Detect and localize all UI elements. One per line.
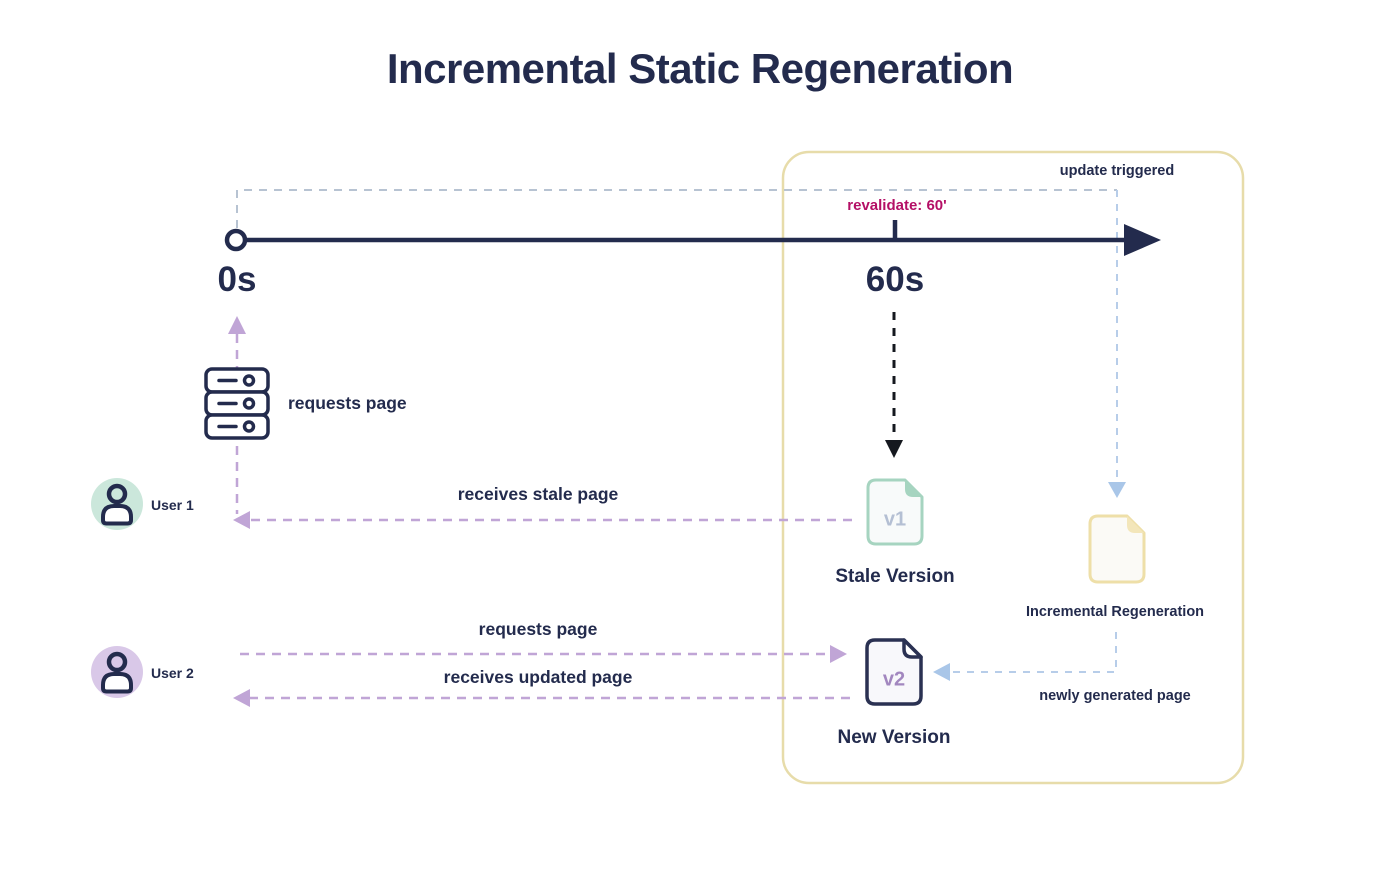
new-version-label: New Version [837, 727, 951, 748]
user1-receive-arrow [233, 511, 852, 529]
stale-version-document-icon: v1 [866, 478, 924, 546]
revalidate-timer-arrow [885, 312, 903, 458]
v1-badge: v1 [884, 508, 906, 530]
update-triggered-label: update triggered [1059, 163, 1175, 179]
revalidate-label: revalidate: 60' [847, 197, 947, 214]
receives-updated-page-label: receives updated page [443, 667, 633, 687]
stale-version-label: Stale Version [835, 566, 955, 587]
user2-receive-arrow [233, 689, 850, 707]
v2-badge: v2 [883, 668, 905, 690]
incremental-regeneration-label: Incremental Regeneration [1025, 604, 1205, 620]
left-arrowhead-icon [233, 511, 250, 529]
time-60s-label: 60s [865, 260, 925, 299]
page-title: Incremental Static Regeneration [386, 45, 1014, 92]
user1-avatar-icon [91, 478, 143, 530]
regeneration-to-new-arrow [933, 632, 1117, 681]
right-arrowhead-icon [830, 645, 847, 663]
timeline-arrowhead-icon [1124, 224, 1161, 256]
time-0s-label: 0s [217, 260, 257, 299]
user2-avatar-icon [91, 646, 143, 698]
left-arrowhead-icon [933, 663, 950, 681]
receives-stale-page-label: receives stale page [457, 484, 619, 504]
down-arrowhead-icon [1108, 482, 1126, 498]
timeline-origin-marker [224, 228, 248, 252]
up-arrowhead-icon [228, 316, 246, 334]
timeline-axis [224, 220, 1161, 256]
newly-generated-page-label: newly generated page [1039, 688, 1191, 704]
down-arrowhead-icon [885, 440, 903, 458]
user1-label: User 1 [151, 497, 194, 513]
regeneration-document-icon [1088, 514, 1146, 584]
user1-request-arrow [228, 316, 246, 514]
update-trigger-path [236, 189, 1126, 498]
server-requests-page-label: requests page [288, 393, 407, 413]
user2-requests-page-label: requests page [478, 619, 598, 639]
revalidation-zone-box [781, 150, 1245, 785]
new-version-document-icon: v2 [865, 638, 923, 706]
left-arrowhead-icon [233, 689, 250, 707]
user2-request-arrow [240, 645, 847, 663]
server-icon [204, 367, 270, 440]
user2-label: User 2 [151, 665, 194, 681]
